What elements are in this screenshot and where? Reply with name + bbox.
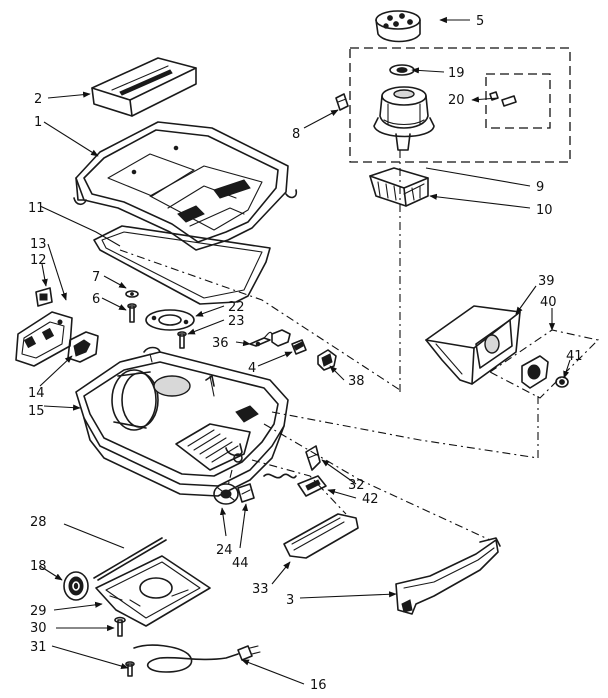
callout-39: 39 [538, 274, 555, 289]
callout-8: 8 [292, 127, 300, 142]
callout-2: 2 [34, 92, 42, 107]
part-vent-grill-frame [488, 329, 600, 399]
callout-32: 32 [348, 478, 365, 493]
assembly-line-handle [251, 459, 347, 515]
callout-11: 11 [28, 201, 45, 216]
part-plate-screw [114, 616, 126, 637]
part-motor-brush-box [485, 73, 551, 129]
callout-29: 29 [30, 604, 47, 619]
part-cord-connector [249, 329, 291, 347]
leader-lines [39, 16, 571, 685]
callout-13: 13 [30, 237, 47, 252]
part-exhaust-filter [369, 167, 429, 207]
part-grill-screw [555, 376, 569, 388]
assembly-line-vent [271, 394, 539, 459]
part-fitting [291, 339, 307, 355]
part-switch-plate [15, 311, 73, 367]
part-switch [35, 287, 53, 307]
callout-22: 22 [228, 300, 245, 315]
part-washer [125, 290, 139, 298]
callout-1: 1 [34, 115, 42, 130]
part-cord-screw [125, 661, 135, 677]
callout-40: 40 [540, 295, 557, 310]
part-switch-bracket [263, 473, 327, 497]
callout-18: 18 [30, 559, 47, 574]
part-motor-washer [389, 64, 415, 76]
part-exhaust-vent [425, 305, 521, 385]
part-power-cord [133, 644, 261, 673]
callout-31: 31 [30, 640, 47, 655]
callout-10: 10 [536, 203, 553, 218]
callout-7: 7 [92, 270, 100, 285]
callout-9: 9 [536, 180, 544, 195]
callout-12: 12 [30, 253, 47, 268]
callout-5: 5 [476, 14, 484, 29]
callout-labels: 2 1 5 19 20 8 9 10 11 13 12 7 6 22 23 36… [28, 14, 583, 693]
assembly-line-gasket [119, 249, 401, 391]
part-vent-grill [521, 355, 549, 389]
part-valve [237, 483, 255, 503]
callout-41: 41 [566, 349, 583, 364]
callout-14: 14 [28, 386, 45, 401]
callout-16: 16 [310, 678, 327, 693]
callout-19: 19 [448, 66, 465, 81]
callout-44: 44 [232, 556, 249, 571]
callout-42: 42 [362, 492, 379, 507]
callout-15: 15 [28, 404, 45, 419]
part-gasket [93, 225, 271, 305]
part-seal-ring [145, 309, 195, 331]
part-latch [305, 445, 321, 471]
callout-36: 36 [212, 336, 229, 351]
part-seal-screw [177, 331, 187, 349]
part-screw [127, 303, 137, 323]
part-filter-cover [91, 57, 197, 117]
part-bumper [395, 537, 501, 615]
part-fan-cap [375, 10, 421, 43]
part-motor-brushes [489, 91, 517, 107]
callout-23: 23 [228, 314, 245, 329]
part-axle-rod [93, 537, 167, 581]
part-base-housing [75, 346, 289, 497]
callout-30: 30 [30, 621, 47, 636]
part-top-cover [73, 121, 298, 251]
part-handle-front [283, 513, 359, 559]
callout-38: 38 [348, 374, 365, 389]
part-wheel [63, 571, 89, 601]
part-base-plate [95, 555, 211, 627]
callout-3: 3 [286, 593, 294, 608]
callout-28: 28 [30, 515, 47, 530]
callout-24: 24 [216, 543, 233, 558]
callout-6: 6 [92, 292, 100, 307]
callout-33: 33 [252, 582, 269, 597]
part-nozzle [213, 483, 239, 505]
assembly-line-nozzle [227, 469, 233, 487]
part-clip [335, 93, 349, 111]
part-motor [373, 86, 435, 151]
part-cord-clip [317, 349, 337, 371]
part-motor-assembly-box [349, 47, 571, 163]
callout-4: 4 [248, 361, 256, 376]
part-switch-housing [67, 331, 99, 363]
callout-20: 20 [448, 93, 465, 108]
assembly-line-bumper [263, 423, 491, 541]
